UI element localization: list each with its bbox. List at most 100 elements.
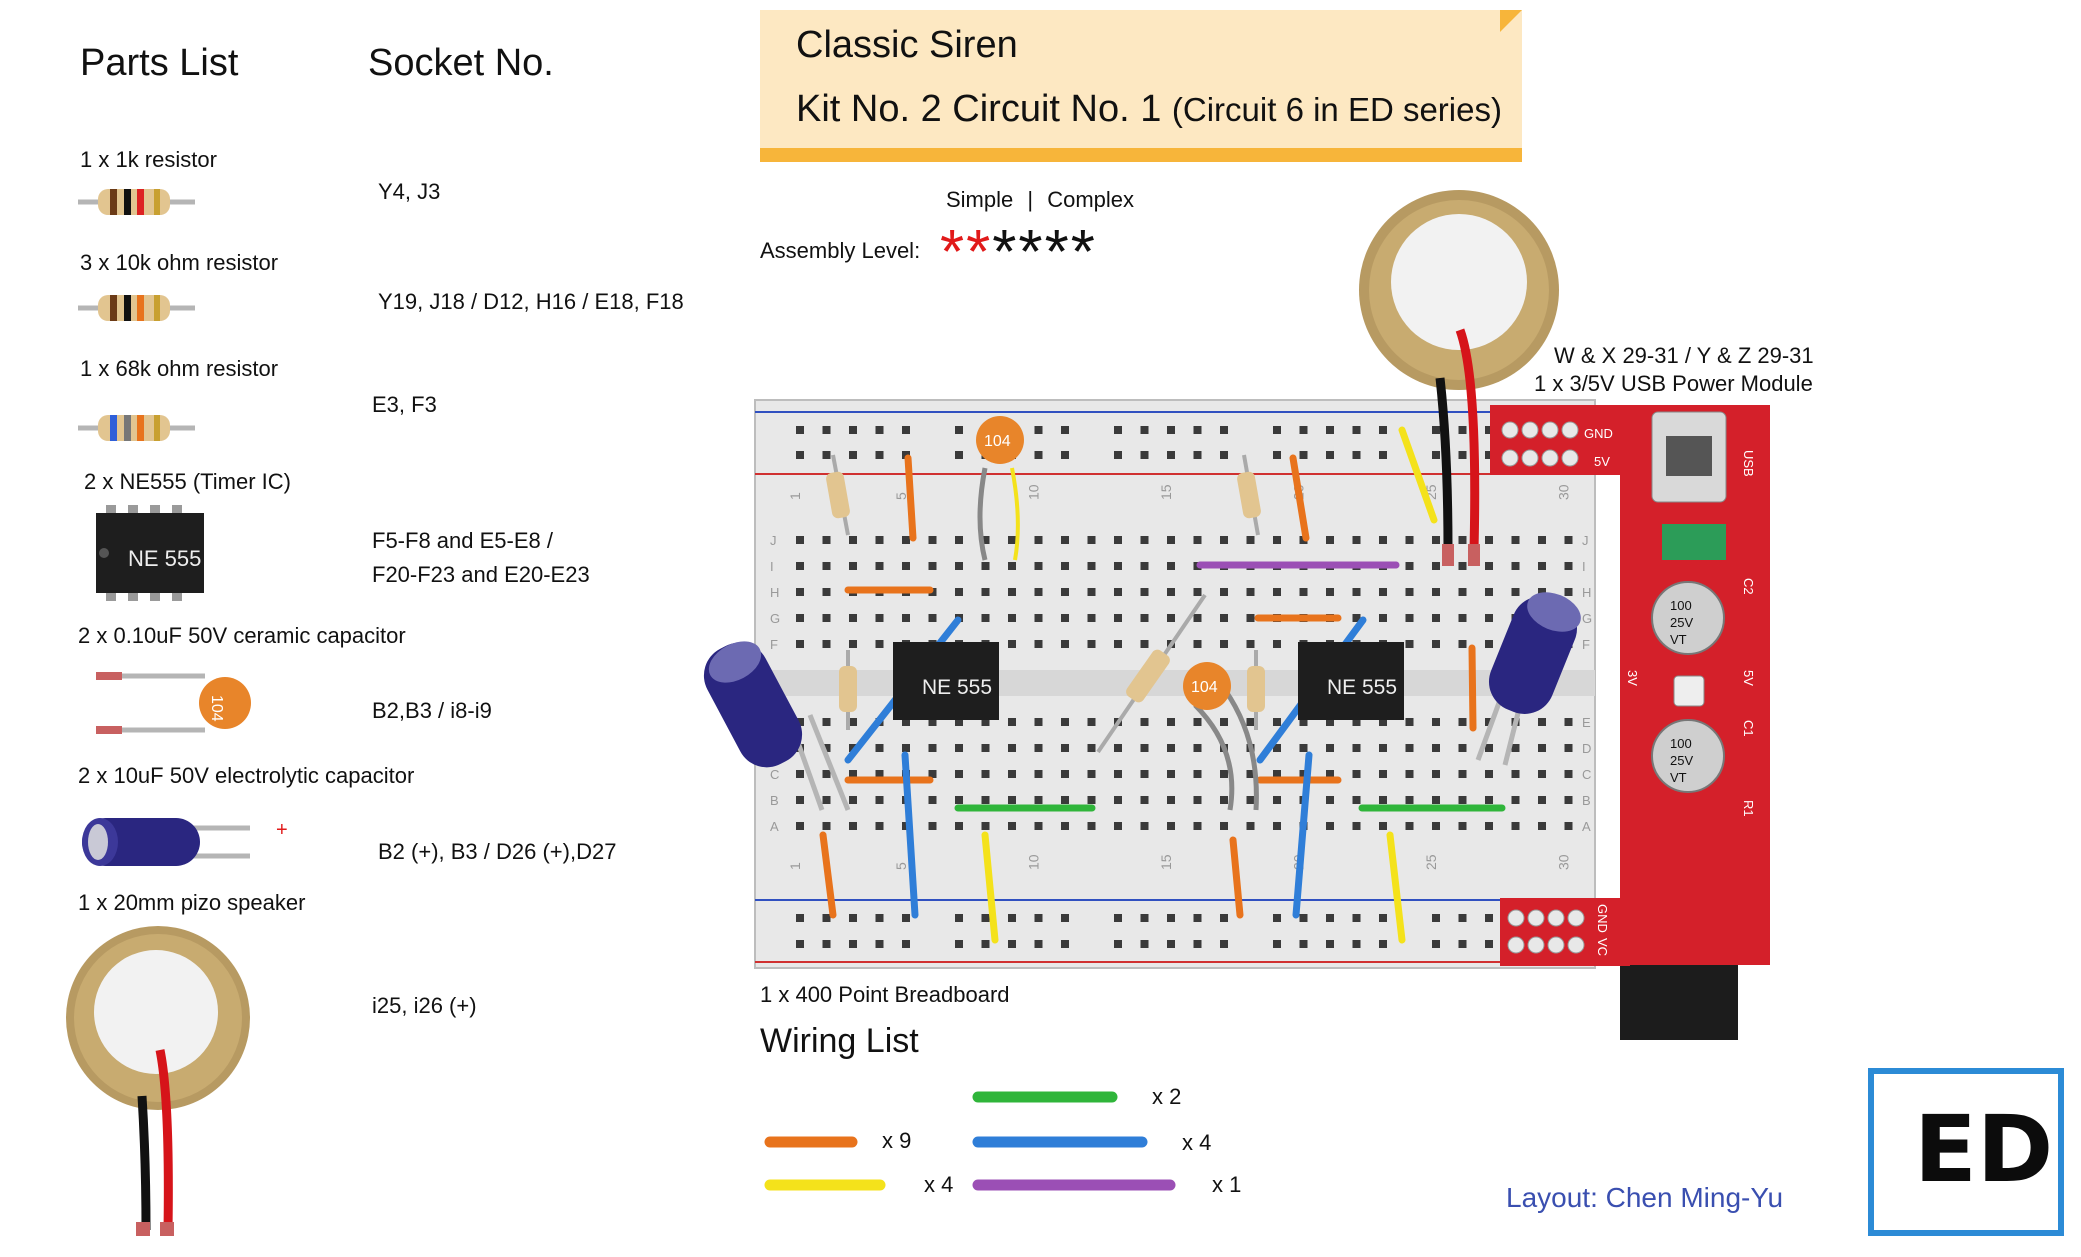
row-letter: C [770, 767, 779, 782]
series-note: (Circuit 6 in ED series) [1171, 91, 1502, 128]
fuse [1662, 524, 1726, 560]
ic-label: NE 555 [128, 546, 201, 571]
breadboard-diagram: 115510101515202025253030JJIIHHGGFFEEDDCC… [703, 190, 1770, 1040]
cap-text: 100 [1670, 598, 1692, 613]
row-letter: H [1582, 585, 1591, 600]
ic-label: NE 555 [1327, 676, 1397, 699]
ic-label: NE 555 [922, 676, 992, 699]
column-number: 30 [1556, 484, 1572, 500]
socket-header: Socket No. [368, 42, 554, 84]
column-number: 10 [1026, 484, 1042, 500]
cap-label: 104 [1191, 679, 1218, 696]
star-empty-icon: * [1044, 218, 1071, 287]
wire-count-yellow: x 4 [924, 1172, 954, 1197]
part-name: 2 x NE555 (Timer IC) [84, 469, 292, 494]
row-letter: B [770, 793, 779, 808]
column-number: 15 [1158, 854, 1174, 870]
module-label: VC [1595, 938, 1610, 956]
wiring-list-swatches [764, 1091, 1176, 1191]
scale-simple: Simple [946, 187, 1014, 212]
part-socket: F5-F8 and E5-E8 / [372, 528, 553, 553]
row-letter: B [1582, 793, 1591, 808]
column-number: 10 [1026, 854, 1042, 870]
resistor-10k-icon [78, 295, 195, 321]
wire-count-blue: x 4 [1182, 1130, 1212, 1155]
part-name: 3 x 10k ohm resistor [80, 250, 279, 275]
part-socket: B2 (+), B3 / D26 (+),D27 [378, 839, 617, 864]
part-socket: Y4, J3 [378, 179, 441, 204]
star-filled-icon: * [940, 218, 967, 287]
column-number: 25 [1423, 854, 1439, 870]
board-ceramic-capacitors: 104 104 [976, 416, 1259, 811]
row-letter: F [770, 637, 778, 652]
part-socket: Y19, J18 / D12, H16 / E18, F18 [378, 289, 684, 314]
module-label: 5V [1741, 670, 1756, 686]
assembly-scale: Simple | Complex [946, 187, 1134, 213]
cap-text: 25V [1670, 753, 1693, 768]
star-empty-icon: * [992, 218, 1019, 287]
row-letter: G [770, 611, 780, 626]
module-label: GND [1584, 426, 1613, 441]
module-capacitor-c1 [1651, 719, 1725, 793]
voltage-switch [1673, 675, 1705, 707]
star-filled-icon: * [966, 218, 993, 287]
module-label: 5V [1594, 454, 1610, 469]
column-number: 5 [893, 492, 909, 500]
breadboard-caption: 1 x 400 Point Breadboard [760, 982, 1010, 1007]
parts-icons: NE 555 104 + [66, 189, 288, 1236]
ceramic-capacitor-icon: 104 [96, 672, 251, 734]
row-letter: J [770, 533, 777, 548]
ne555-ic-icon: NE 555 [96, 505, 204, 601]
cap-text: VT [1670, 770, 1687, 785]
ne555-ic-2: NE 555 [1298, 642, 1404, 720]
note-fold [1500, 10, 1522, 32]
module-label: GND [1595, 904, 1610, 933]
cap-label: 104 [984, 433, 1011, 450]
board-resistors [826, 454, 1265, 754]
module-label: C2 [1741, 578, 1756, 595]
ed-logo: ED [1868, 1068, 2064, 1236]
title-note: Classic Siren Kit No. 2 Circuit No. 1 (C… [760, 10, 1522, 162]
module-label: USB [1741, 450, 1756, 477]
column-number: 15 [1158, 484, 1174, 500]
part-name: 1 x 20mm pizo speaker [78, 890, 306, 915]
row-letter: A [770, 819, 779, 834]
row-letter: D [1582, 741, 1591, 756]
power-module-sockets: W & X 29-31 / Y & Z 29-31 [1554, 343, 1814, 368]
circuit-number: Kit No. 2 Circuit No. 1 (Circuit 6 in ED… [796, 88, 1502, 131]
usb-power-module: 100 25V VT 100 25V VT GND 5V USB C2 5V 3… [1490, 405, 1770, 1040]
part-name: 1 x 1k resistor [80, 147, 217, 172]
assembly-stars: ****** [940, 222, 1097, 284]
electrolytic-capacitor-icon: + [82, 818, 288, 866]
row-letter: G [1582, 611, 1592, 626]
module-capacitor-c2 [1651, 581, 1725, 655]
row-letter: A [1582, 819, 1591, 834]
wiring-list-header: Wiring List [760, 1022, 919, 1060]
star-empty-icon: * [1070, 218, 1097, 287]
layout-credit: Layout: Chen Ming-Yu [1506, 1182, 1784, 1213]
scale-separator: | [1027, 187, 1034, 212]
row-letter: F [1582, 637, 1590, 652]
row-letter: C [1582, 767, 1591, 782]
part-name: 1 x 68k ohm resistor [80, 356, 279, 381]
piezo-speaker-icon [66, 926, 250, 1236]
cap-text: 100 [1670, 736, 1692, 751]
column-number: 1 [787, 862, 803, 870]
cap-text: VT [1670, 632, 1687, 647]
board-wires [819, 426, 1506, 944]
part-socket: F20-F23 and E20-E23 [372, 562, 590, 587]
row-letter: I [1582, 559, 1586, 574]
module-label: C1 [1741, 720, 1756, 737]
resistor-68k-icon [78, 415, 195, 441]
part-socket: i25, i26 (+) [372, 993, 477, 1018]
star-empty-icon: * [1018, 218, 1045, 287]
kit-number: Kit No. 2 Circuit No. 1 [796, 88, 1162, 130]
scale-complex: Complex [1047, 187, 1135, 212]
cap-text: 25V [1670, 615, 1693, 630]
ne555-ic-1: NE 555 [893, 642, 999, 720]
module-label: 3V [1625, 670, 1640, 686]
column-number: 30 [1556, 854, 1572, 870]
part-name: 2 x 10uF 50V electrolytic capacitor [78, 763, 415, 788]
polarity-mark: + [276, 819, 288, 841]
